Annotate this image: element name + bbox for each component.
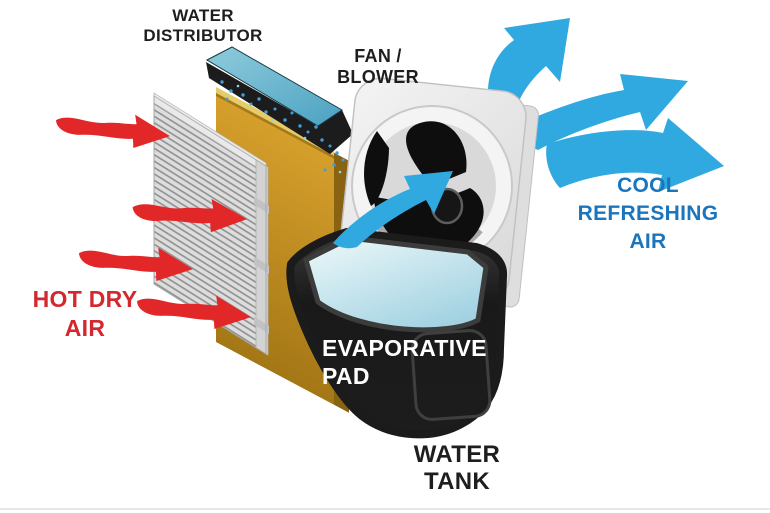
internal-airflow-arrow-icon — [333, 171, 453, 249]
image-bottom-border — [0, 508, 770, 510]
water-distributor-graphic — [205, 46, 353, 154]
water-tank-graphic — [286, 228, 508, 439]
water-tank-label: WATER TANK — [413, 441, 501, 495]
cool-air-arrow-icon — [546, 118, 724, 192]
hot-air-arrow-icon — [132, 199, 248, 233]
evaporative-pad-label: EVAPORATIVE PAD — [322, 335, 487, 389]
tank-water-surface — [303, 235, 489, 333]
intake-grille-graphic — [153, 92, 269, 356]
hot-air-arrow-icon — [137, 295, 251, 329]
fan-blower-label: FAN / BLOWER — [337, 46, 419, 87]
water-droplets — [220, 80, 351, 174]
cool-air-arrow-icon — [506, 74, 688, 150]
cool-refreshing-air-label: COOL REFRESHING AIR — [577, 174, 719, 253]
water-distributor-label: WATER DISTRIBUTOR — [143, 6, 263, 45]
hot-air-arrow-icon — [79, 247, 193, 281]
hot-air-arrow-icon — [56, 114, 170, 148]
hot-dry-air-label: HOT DRY AIR — [32, 286, 138, 341]
hot-air-arrows — [56, 114, 251, 329]
